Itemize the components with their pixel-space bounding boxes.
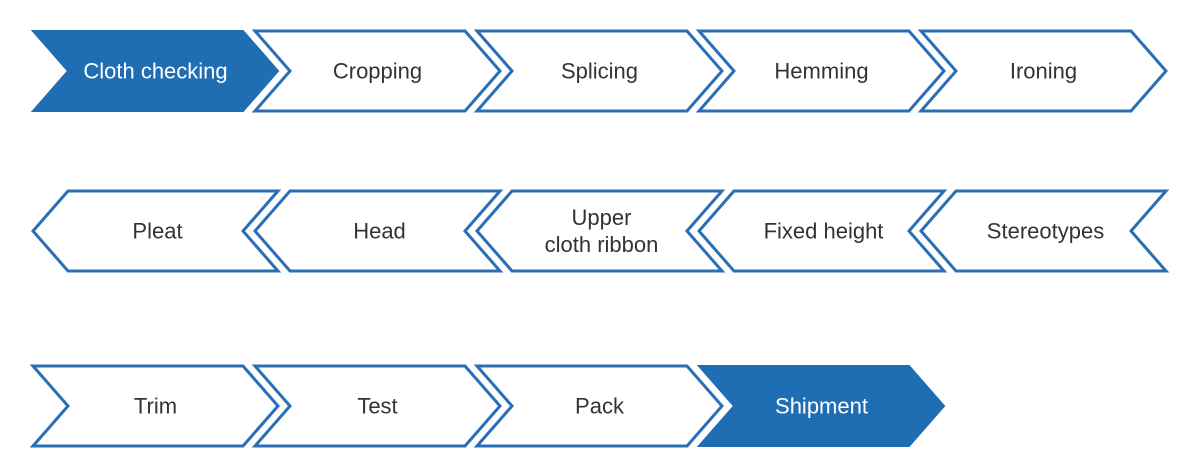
step-label: Upper (572, 205, 632, 230)
step-chevron (919, 189, 1170, 273)
step-test: Test (251, 364, 502, 448)
step-chevron (475, 189, 726, 273)
step-chevron (253, 189, 504, 273)
step-splicing: Splicing (473, 29, 724, 113)
step-label: Head (353, 219, 406, 244)
step-chevron (695, 29, 946, 113)
step-stereotypes: Stereotypes (919, 189, 1170, 273)
step-chevron (30, 30, 280, 112)
step-label: Ironing (1010, 59, 1077, 84)
step-chevron (697, 189, 948, 273)
step-pack: Pack (473, 364, 724, 448)
step-chevron (251, 364, 502, 448)
step-head: Head (253, 189, 504, 273)
step-label: Trim (134, 394, 177, 419)
step-label: cloth ribbon (545, 232, 659, 257)
step-label: Pleat (132, 219, 182, 244)
step-label: Hemming (774, 59, 868, 84)
step-chevron (917, 29, 1168, 113)
step-chevron (696, 365, 946, 447)
step-cropping: Cropping (251, 29, 502, 113)
flow-row-1: Cloth checking Cropping Splicing Hemming Iro… (30, 29, 1168, 113)
step-shipment: Shipment (696, 365, 946, 447)
step-label: Test (357, 394, 397, 419)
step-pleat: Pleat (31, 189, 282, 273)
step-chevron (251, 29, 502, 113)
step-chevron (473, 364, 724, 448)
flow-row-3: Trim Test Pack Shipment (29, 364, 946, 448)
step-label: Cropping (333, 59, 422, 84)
step-label: Pack (575, 394, 625, 419)
step-ironing: Ironing (917, 29, 1168, 113)
step-cloth-checking: Cloth checking (30, 30, 280, 112)
step-trim: Trim (29, 364, 280, 448)
step-chevron (31, 189, 282, 273)
step-chevron (29, 364, 280, 448)
step-label: Splicing (561, 59, 638, 84)
step-fixed-height: Fixed height (697, 189, 948, 273)
step-hemming: Hemming (695, 29, 946, 113)
step-label: Stereotypes (987, 219, 1104, 244)
step-label: Fixed height (764, 219, 884, 244)
step-label: Cloth checking (83, 59, 227, 84)
step-chevron (473, 29, 724, 113)
step-label: Shipment (775, 394, 868, 419)
